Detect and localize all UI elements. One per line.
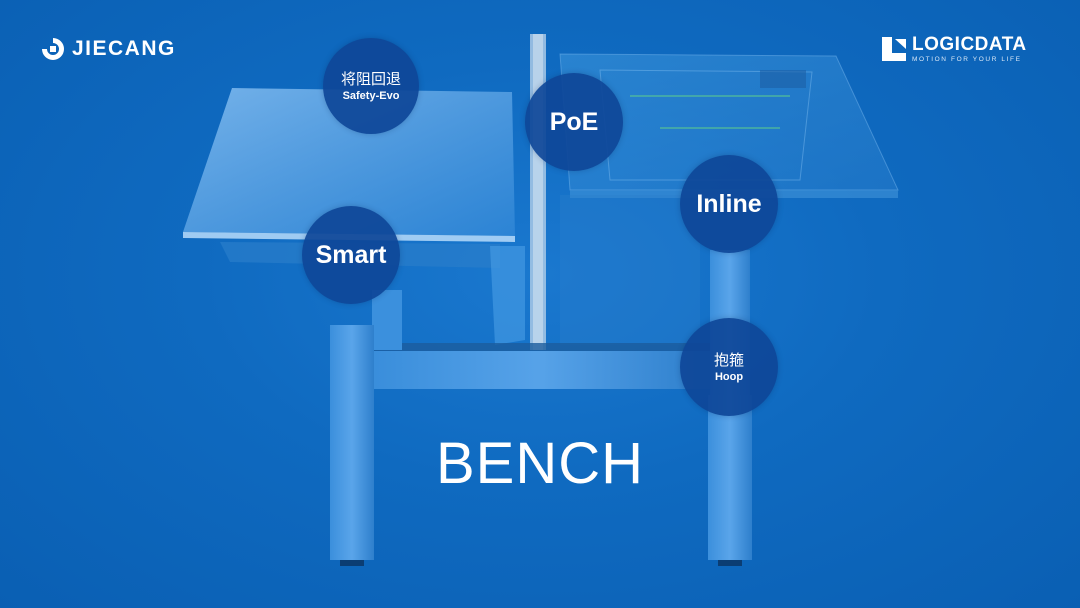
feature-bubble-poe: PoE bbox=[525, 73, 623, 171]
feature-bubble-smart: Smart bbox=[302, 206, 400, 304]
center-divider bbox=[530, 34, 546, 350]
logicdata-logo-icon bbox=[882, 37, 906, 61]
bubble-label: Smart bbox=[315, 240, 387, 269]
page-title: BENCH bbox=[435, 431, 645, 496]
bubble-cn-label: 抱箍 bbox=[713, 350, 744, 369]
right-desk-top bbox=[559, 53, 899, 198]
left-desk-top bbox=[183, 88, 515, 268]
desk-frame bbox=[370, 195, 710, 389]
jiecang-wordmark: JIECANG bbox=[72, 37, 176, 60]
bubble-label: Hoop bbox=[714, 370, 744, 383]
feature-bubble-safety-evo: 将阻回退 Safety-Evo bbox=[323, 38, 419, 134]
bubble-label: Inline bbox=[696, 189, 762, 218]
jiecang-logo: JIECANG bbox=[40, 36, 176, 62]
jiecang-logo-icon bbox=[42, 38, 64, 60]
logicdata-tagline: MOTION FOR YOUR LIFE bbox=[912, 56, 1022, 63]
bubble-label: PoE bbox=[549, 107, 599, 136]
left-leg bbox=[330, 290, 402, 566]
logicdata-wordmark: LOGICDATA bbox=[912, 34, 1027, 55]
bubble-cn-label: 将阻回退 bbox=[340, 69, 401, 88]
feature-bubble-inline: Inline bbox=[680, 155, 778, 253]
feature-bubble-hoop: 抱箍 Hoop bbox=[680, 318, 778, 416]
logicdata-logo: LOGICDATA MOTION FOR YOUR LIFE bbox=[880, 35, 1027, 63]
bubble-label: Safety-Evo bbox=[342, 89, 400, 102]
